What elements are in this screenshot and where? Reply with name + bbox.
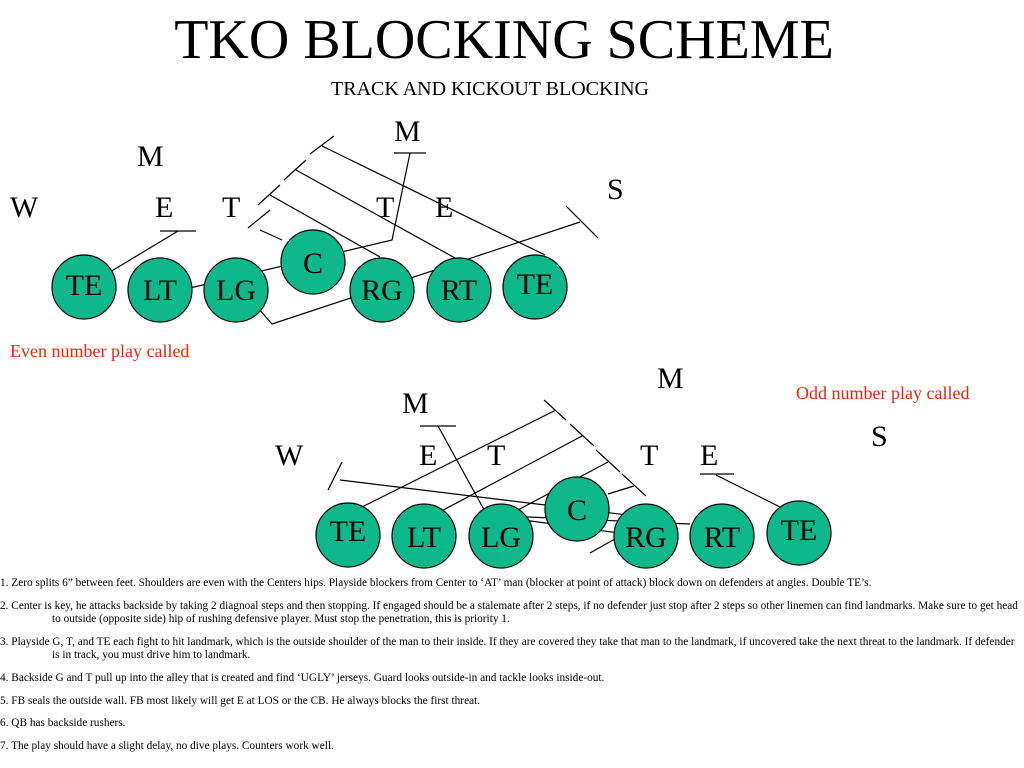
- player-circle: [766, 500, 832, 566]
- block-stop: [327, 461, 343, 491]
- defender-t: T: [640, 439, 658, 472]
- block-line: [433, 435, 583, 516]
- even-play-caption: Even number play called: [10, 341, 189, 361]
- player-label: RG: [361, 274, 403, 307]
- player-te: TE: [502, 254, 568, 320]
- odd-play-caption: Odd number play called: [796, 383, 969, 403]
- player-circle: [280, 229, 346, 295]
- player-c: C: [544, 476, 610, 542]
- defender-e: E: [700, 439, 718, 472]
- even-block-lines: [109, 135, 599, 325]
- defender-w: W: [275, 439, 304, 472]
- player-circle: [613, 503, 679, 569]
- player-label: LG: [216, 274, 256, 307]
- defender-e: E: [435, 191, 453, 224]
- block-line: [109, 230, 179, 273]
- player-label: RT: [704, 521, 741, 554]
- block-stop: [283, 159, 307, 181]
- note-item: 3. Playside G, T, and TE each fight to h…: [0, 635, 1015, 662]
- block-stop: [569, 423, 595, 447]
- block-line: [321, 145, 546, 256]
- player-circle: [502, 254, 568, 320]
- block-line: [269, 194, 381, 258]
- block-stop: [309, 135, 335, 155]
- player-label: LT: [143, 274, 177, 307]
- block-stop: [543, 399, 567, 421]
- block-stop: [595, 449, 621, 473]
- defender-t: T: [487, 439, 505, 472]
- block-line: [607, 485, 635, 495]
- pull-line: [257, 221, 581, 325]
- player-lt: LT: [391, 503, 457, 569]
- defender-e: E: [419, 439, 437, 472]
- player-label: TE: [330, 515, 367, 548]
- coaching-notes: 1. Zero splits 6” between feet. Shoulder…: [0, 577, 1024, 763]
- player-rt: RT: [689, 503, 755, 569]
- player-label: RG: [625, 521, 667, 554]
- block-stop: [565, 205, 599, 239]
- defender-t: T: [222, 191, 240, 224]
- player-lg: LG: [468, 503, 534, 569]
- even-formation: M M W E T T E S TE LT LG C RG RT: [10, 115, 624, 361]
- player-circle: [689, 503, 755, 569]
- player-label: C: [567, 494, 587, 527]
- player-label: TE: [517, 268, 554, 301]
- player-circle: [468, 503, 534, 569]
- player-lg: LG: [203, 257, 269, 323]
- player-label: TE: [781, 514, 818, 547]
- block-line: [715, 474, 791, 513]
- player-circle: [544, 476, 610, 542]
- defender-s: S: [871, 420, 888, 453]
- player-circle: [315, 502, 381, 568]
- note-item: 2. Center is key, he attacks backside by…: [0, 599, 1018, 626]
- defender-m: M: [394, 115, 421, 148]
- player-label: LT: [407, 521, 441, 554]
- note-item: 4. Backside G and T pull up into the all…: [0, 671, 605, 684]
- defender-e: E: [155, 191, 173, 224]
- block-stop: [257, 184, 281, 206]
- defender-w: W: [10, 191, 39, 224]
- player-circle: [349, 257, 415, 323]
- defender-m: M: [657, 362, 684, 395]
- player-circle: [51, 254, 117, 320]
- defender-m: M: [402, 387, 429, 420]
- player-rt: RT: [426, 257, 492, 323]
- defender-t: T: [376, 191, 394, 224]
- note-item: 1. Zero splits 6” between feet. Shoulder…: [0, 577, 872, 589]
- player-te: TE: [766, 500, 832, 566]
- player-label: LG: [481, 521, 521, 554]
- player-circle: [426, 257, 492, 323]
- block-line: [295, 169, 456, 259]
- block-stop: [621, 473, 647, 497]
- player-rg: RG: [349, 257, 415, 323]
- block-stop: [247, 209, 271, 229]
- block-line: [351, 409, 557, 513]
- note-item: 7. The play should have a slight delay, …: [0, 740, 334, 753]
- defender-m: M: [137, 140, 164, 173]
- blocking-diagram: M M W E T T E S TE LT LG C RG RT: [10, 115, 969, 569]
- player-circle: [127, 257, 193, 323]
- player-circle: [203, 257, 269, 323]
- defender-s: S: [607, 173, 624, 206]
- note-item: 5. FB seals the outside wall. FB most li…: [0, 694, 481, 707]
- player-lt: LT: [127, 257, 193, 323]
- block-line: [259, 229, 283, 241]
- player-te: TE: [51, 254, 117, 320]
- block-line: [437, 425, 642, 537]
- player-c: C: [280, 229, 346, 295]
- page-subtitle: TRACK AND KICKOUT BLOCKING: [331, 78, 649, 100]
- player-rg: RG: [613, 503, 679, 569]
- player-te: TE: [315, 502, 381, 568]
- odd-formation: M M W E T T E S TE LT LG C RG RT: [275, 362, 969, 569]
- page-title: TKO BLOCKING SCHEME: [174, 9, 834, 71]
- player-label: C: [303, 247, 323, 280]
- note-item: 6. QB has backside rushers.: [0, 717, 126, 730]
- player-label: RT: [441, 274, 478, 307]
- player-label: TE: [66, 269, 103, 302]
- player-circle: [391, 503, 457, 569]
